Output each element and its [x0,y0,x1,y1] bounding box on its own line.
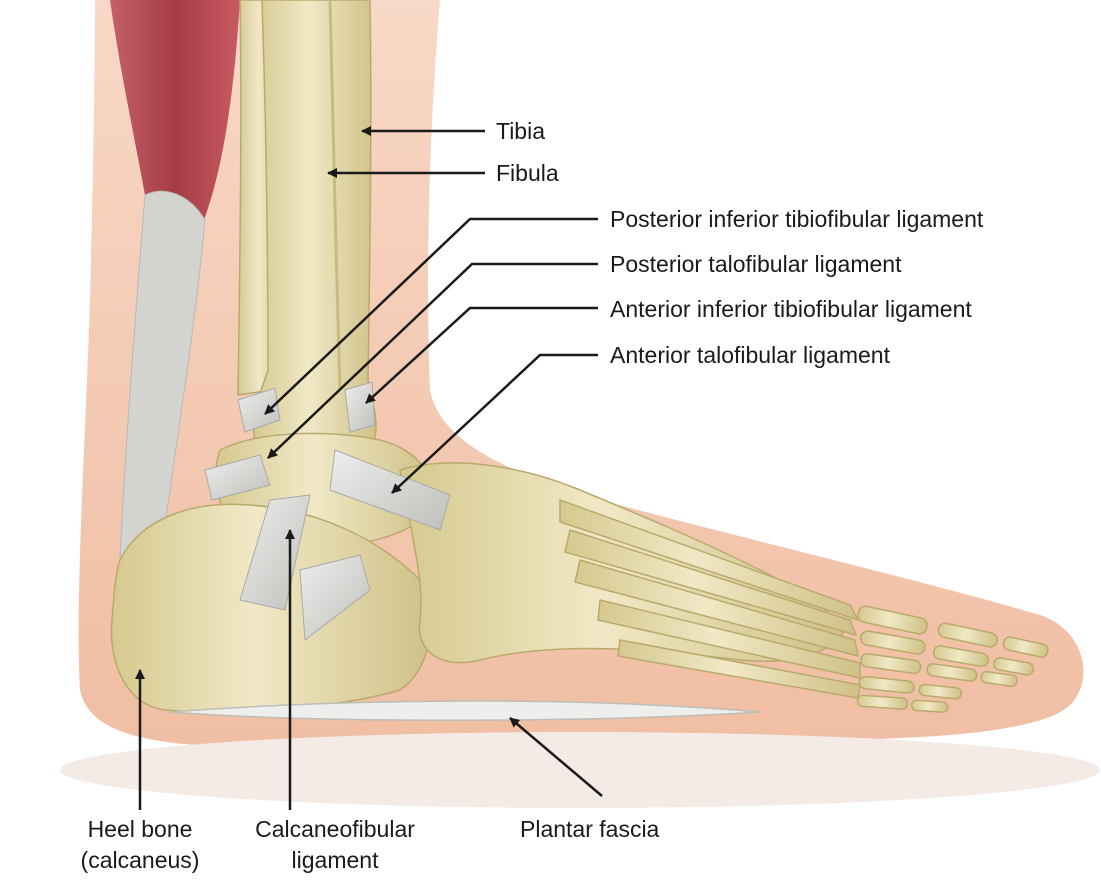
label-heel-bone-line1: Heel bone [55,816,225,843]
label-calcaneofibular-ligament: Calcaneofibular ligament [230,816,440,874]
label-calcaneofibular-line2: ligament [230,847,440,874]
label-posterior-talofibular-ligament: Posterior talofibular ligament [610,251,901,278]
floor-shadow [60,732,1100,808]
label-fibula: Fibula [496,160,559,187]
label-tibia: Tibia [496,118,545,145]
label-calcaneofibular-line1: Calcaneofibular [230,816,440,843]
label-plantar-fascia: Plantar fascia [520,816,659,843]
label-posterior-inferior-tibiofibular-ligament: Posterior inferior tibiofibular ligament [610,206,983,233]
label-heel-bone-line2: (calcaneus) [55,847,225,874]
label-heel-bone: Heel bone (calcaneus) [55,816,225,874]
label-anterior-talofibular-ligament: Anterior talofibular ligament [610,342,890,369]
label-anterior-inferior-tibiofibular-ligament: Anterior inferior tibiofibular ligament [610,296,972,323]
anterior-inferior-tibiofibular-ligament-shape [345,382,375,432]
